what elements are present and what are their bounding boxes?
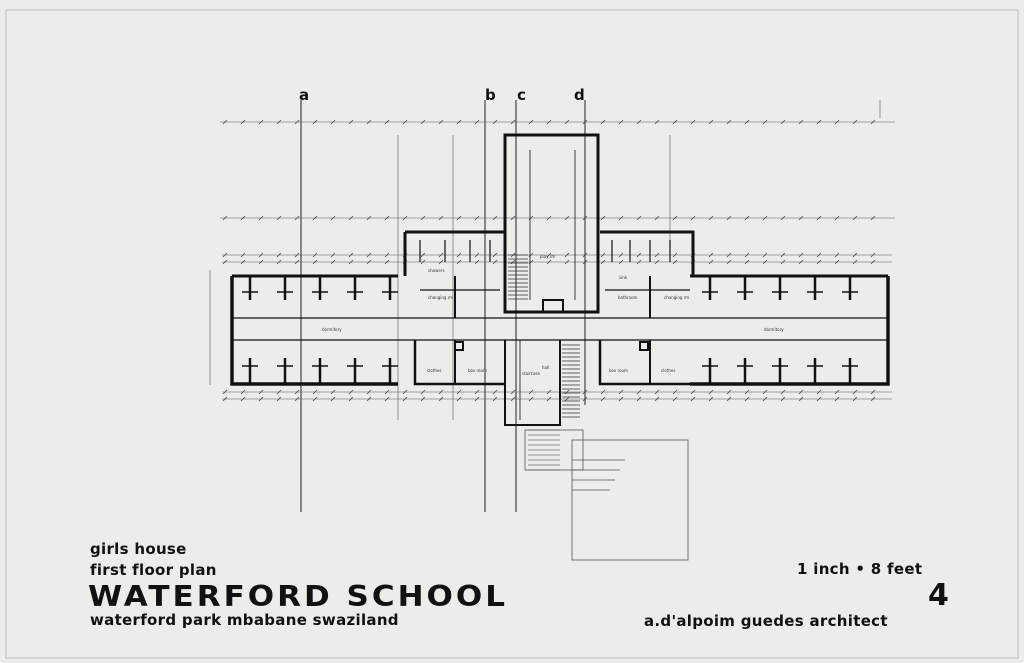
room-label-clothes-right: clothes xyxy=(661,368,675,373)
room-label-bathroom: bathroom xyxy=(618,295,638,300)
room-label-changing-left: changing rm xyxy=(428,295,453,300)
room-label-showers: showers xyxy=(428,268,445,273)
section-lines xyxy=(300,100,586,512)
room-label-staircase: staircase xyxy=(522,371,541,376)
drawing-scale: 1 inch • 8 feet xyxy=(797,560,923,578)
drawing-subject: girls house xyxy=(90,540,187,558)
section-marker-a: a xyxy=(299,86,310,104)
room-label-clothes-left: clothes xyxy=(427,368,441,373)
terrace-outline xyxy=(524,429,689,561)
room-label-box-room-left: box room xyxy=(468,368,487,373)
architect-credit: a.d'alpoim guedes architect xyxy=(644,612,888,630)
room-partitions xyxy=(242,240,858,384)
room-label-hall: hall xyxy=(542,365,549,370)
room-label-changing-right: changing rm xyxy=(664,295,689,300)
section-marker-b: b xyxy=(485,86,496,104)
building-walls xyxy=(230,133,890,426)
sheet-border xyxy=(5,9,1019,659)
room-labels: dormitory dormitory showers changing rm … xyxy=(322,254,784,376)
dimension-lines xyxy=(209,100,895,420)
sheet-number: 4 xyxy=(928,578,949,613)
section-marker-d: d xyxy=(574,86,585,104)
room-label-sink: sink xyxy=(619,275,628,280)
room-label-dormitory-left: dormitory xyxy=(322,327,342,332)
section-marker-c: c xyxy=(517,86,526,104)
drawing-title: first floor plan xyxy=(90,561,217,579)
location-line: waterford park mbabane swaziland xyxy=(90,611,399,629)
staircase-treads xyxy=(508,254,580,471)
room-label-dormitory-right: dormitory xyxy=(764,327,784,332)
school-name: WATERFORD SCHOOL xyxy=(88,580,508,614)
room-label-play-room: play rm xyxy=(540,254,555,259)
room-label-box-room-right: box room xyxy=(609,368,628,373)
